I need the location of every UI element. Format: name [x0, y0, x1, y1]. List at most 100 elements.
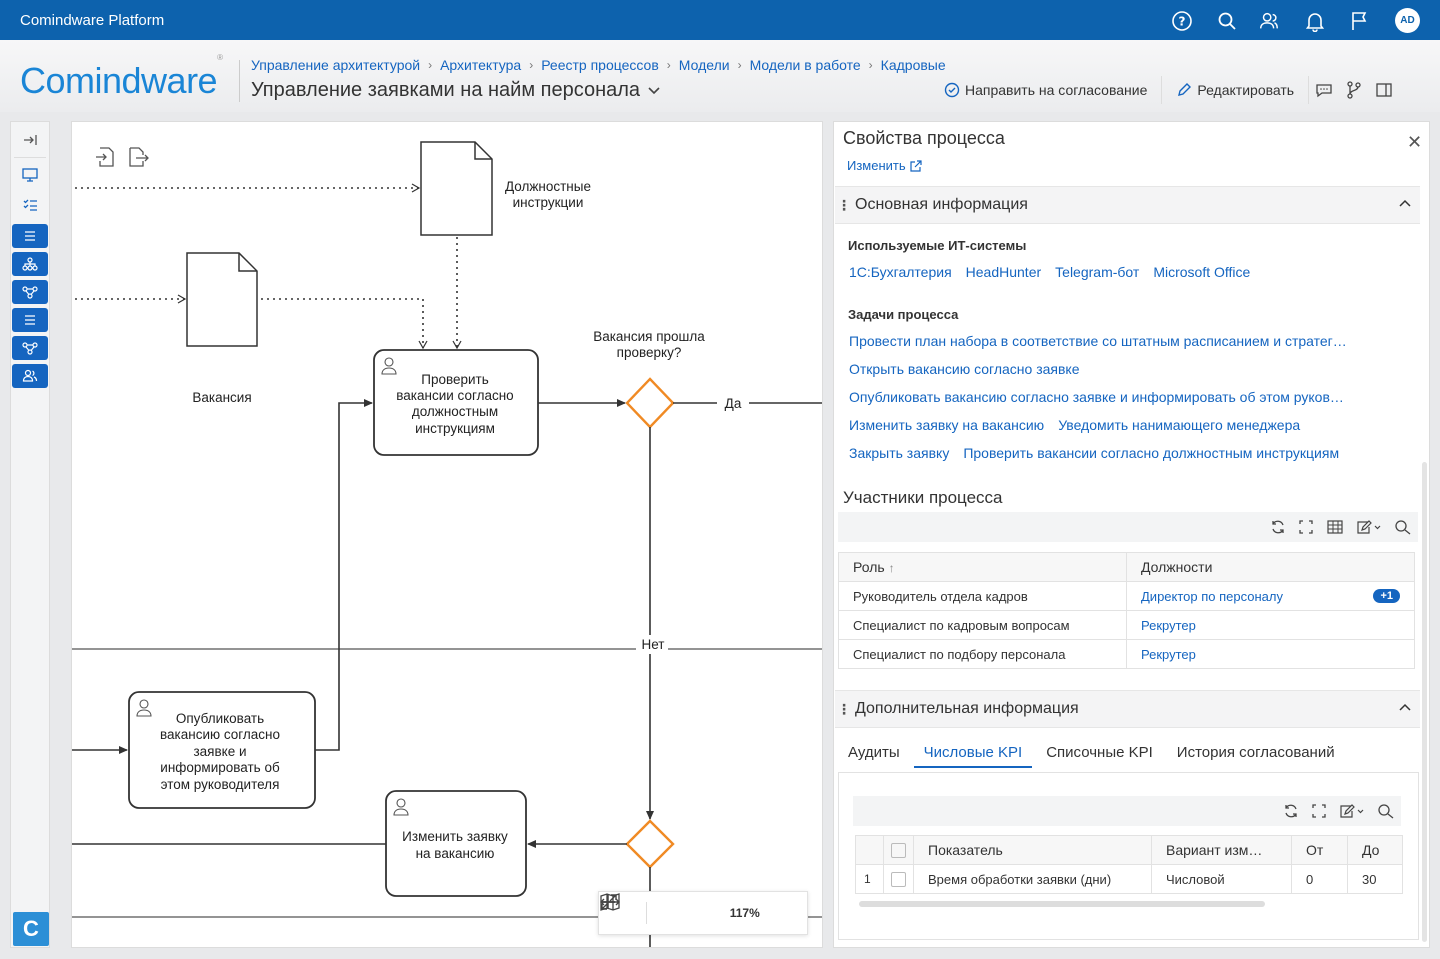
row-checkbox[interactable] [891, 872, 906, 888]
column-header-indicator[interactable]: Показатель [913, 835, 1152, 865]
pencil-icon [1178, 83, 1192, 96]
drag-handle-icon[interactable]: ⋮ [837, 196, 851, 213]
search-icon[interactable] [1216, 10, 1238, 32]
row-checkbox-cell[interactable] [883, 864, 914, 894]
fullscreen-icon[interactable] [1298, 519, 1314, 535]
kpi-toolbar [853, 796, 1401, 826]
avatar[interactable]: AD [1395, 8, 1420, 33]
position-cell[interactable]: Рекрутер [1126, 639, 1415, 669]
task-link[interactable]: Опубликовать вакансию согласно заявке и … [849, 389, 1344, 405]
task-change-request[interactable] [385, 790, 527, 897]
chevron-up-icon[interactable] [1398, 701, 1412, 715]
section-extra-info[interactable]: ⋮ Дополнительная информация [835, 690, 1420, 728]
export-icon[interactable] [129, 147, 149, 167]
table-row[interactable]: 1 Время обработки заявки (дни) Числовой … [855, 864, 1403, 894]
to-cell: 30 [1347, 864, 1403, 894]
document-job-instructions[interactable] [420, 141, 493, 236]
select-all-checkbox-cell[interactable] [883, 835, 914, 865]
document-vacancy[interactable] [186, 252, 258, 347]
comments-icon[interactable] [1309, 76, 1339, 104]
sidebar-item-list-2[interactable] [12, 308, 48, 332]
gateway-exclusive-2[interactable] [625, 819, 675, 869]
task-link[interactable]: Уведомить нанимающего менеджера [1058, 417, 1301, 433]
refresh-icon[interactable] [1283, 803, 1299, 819]
header-actions: Направить на согласование Редактировать [930, 76, 1399, 104]
tab-approval-history[interactable]: История согласований [1176, 744, 1335, 761]
import-icon[interactable] [96, 147, 114, 167]
table-row[interactable]: Руководитель отдела кадров Директор по п… [838, 581, 1415, 611]
send-for-approval-button[interactable]: Направить на согласование [930, 76, 1163, 104]
logo[interactable]: Comindware® [20, 53, 223, 102]
edit-button[interactable]: Редактировать [1162, 76, 1310, 104]
horizontal-scrollbar[interactable] [859, 901, 1265, 907]
checklist-icon[interactable] [11, 190, 49, 220]
breadcrumb-item[interactable]: Модели в работе [749, 57, 861, 73]
sidebar-item-people[interactable] [12, 364, 48, 388]
fullscreen-icon[interactable] [1311, 803, 1327, 819]
tab-list-kpi[interactable]: Списочные KPI [1046, 744, 1153, 761]
breadcrumb-item[interactable]: Архитектура [440, 57, 522, 73]
table-row[interactable]: Специалист по кадровым вопросам Рекрутер [838, 610, 1415, 640]
task-link[interactable]: Открыть вакансию согласно заявке [849, 361, 1080, 377]
expand-sidebar-icon[interactable] [11, 125, 49, 155]
it-system-link[interactable]: HeadHunter [965, 264, 1042, 280]
branch-icon[interactable] [1339, 76, 1369, 104]
map-icon[interactable] [599, 892, 621, 912]
search-icon[interactable] [1394, 519, 1412, 535]
it-system-link[interactable]: Telegram-бот [1055, 264, 1140, 280]
task-link[interactable]: Закрыть заявку [849, 445, 950, 461]
position-cell[interactable]: Директор по персоналу +1 [1126, 581, 1415, 611]
monitor-icon[interactable] [11, 160, 49, 190]
panel-toggle-icon[interactable] [1369, 76, 1399, 104]
search-icon[interactable] [1377, 803, 1395, 819]
column-header-from[interactable]: От [1291, 835, 1348, 865]
page-title-text: Управление заявками на найм персонала [251, 79, 641, 101]
sidebar-item-hierarchy[interactable] [12, 252, 48, 276]
breadcrumb-item[interactable]: Кадровые [880, 57, 946, 73]
comindware-launcher-button[interactable]: C [13, 912, 49, 946]
table-row[interactable]: Специалист по подбору персонала Рекрутер [838, 639, 1415, 669]
edit-dropdown-icon[interactable] [1339, 803, 1365, 819]
close-icon[interactable]: ✕ [1407, 132, 1423, 152]
more-badge[interactable]: +1 [1373, 588, 1400, 603]
edit-link[interactable]: Изменить [847, 158, 923, 173]
task-link[interactable]: Изменить заявку на вакансию [849, 417, 1045, 433]
refresh-icon[interactable] [1270, 519, 1286, 535]
column-header-positions[interactable]: Должности [1126, 552, 1415, 582]
extra-info-tabs: Аудиты Числовые KPI Списочные KPI Истори… [848, 744, 1359, 768]
page-title[interactable]: Управление заявками на найм персонала [251, 79, 662, 102]
sidebar-item-flow[interactable] [12, 280, 48, 304]
column-header-to[interactable]: До [1347, 835, 1403, 865]
bell-icon[interactable] [1304, 10, 1326, 32]
drag-handle-icon[interactable]: ⋮ [837, 700, 851, 717]
sidebar-item-list[interactable] [12, 224, 48, 248]
breadcrumb-item[interactable]: Управление архитектурой [251, 57, 421, 73]
vertical-scrollbar[interactable] [1422, 462, 1427, 942]
select-all-checkbox[interactable] [891, 843, 906, 859]
chevron-up-icon[interactable] [1398, 197, 1412, 211]
position-link[interactable]: Директор по персоналу [1141, 588, 1283, 604]
sidebar-item-flow-2[interactable] [12, 336, 48, 360]
position-cell[interactable]: Рекрутер [1126, 610, 1415, 640]
table-icon[interactable] [1326, 519, 1344, 535]
breadcrumb-item[interactable]: Реестр процессов [541, 57, 659, 73]
task-link[interactable]: Проверить вакансии согласно должностным … [963, 445, 1340, 461]
section-main-info[interactable]: ⋮ Основная информация [835, 186, 1420, 224]
flag-icon[interactable] [1348, 10, 1370, 32]
zoom-in-icon[interactable] [599, 892, 617, 912]
gateway-exclusive[interactable] [625, 377, 675, 429]
edit-dropdown-icon[interactable] [1356, 519, 1382, 535]
tab-numeric-kpi[interactable]: Числовые KPI [913, 744, 1033, 768]
tab-audits[interactable]: Аудиты [848, 744, 900, 761]
task-link[interactable]: Провести план набора в соответствие со ш… [849, 333, 1347, 349]
users-icon[interactable] [1258, 10, 1280, 32]
column-header-role[interactable]: Роль ↑ [838, 552, 1127, 582]
column-header-variant[interactable]: Вариант изм… [1151, 835, 1292, 865]
breadcrumb-item[interactable]: Модели [678, 57, 730, 73]
it-system-link[interactable]: 1С:Бухгалтерия [849, 264, 952, 280]
brand-name: Comindware Platform [20, 12, 165, 29]
it-system-link[interactable]: Microsoft Office [1153, 264, 1251, 280]
help-icon[interactable]: ? [1171, 10, 1193, 32]
